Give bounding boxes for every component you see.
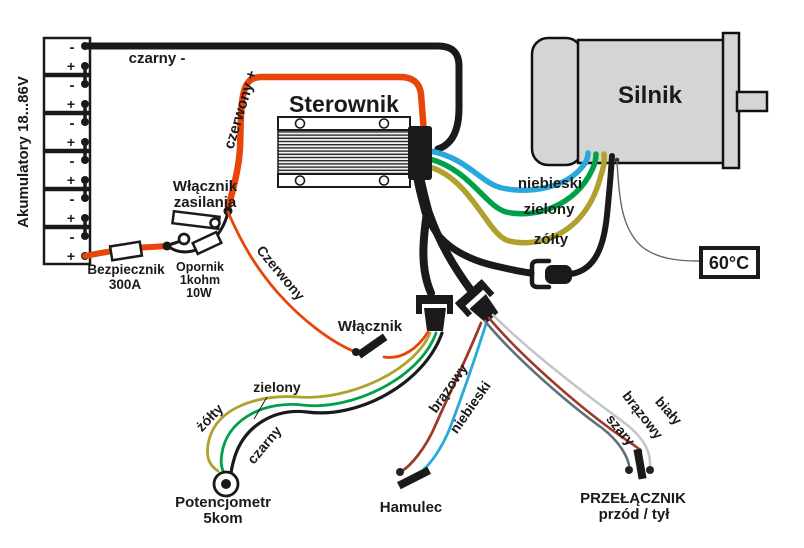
wire-phase-yellow-label: zółty	[534, 231, 569, 248]
wire-sel-gray	[483, 319, 631, 467]
battery-minus-label: -	[70, 191, 75, 208]
resistor-label-line1: Opornik	[176, 260, 224, 274]
wire-black-main-label: czarny -	[129, 50, 186, 67]
wire-phase-green	[427, 151, 599, 217]
battery-pack-label: Akumulatory 18...86V	[15, 76, 32, 228]
controller	[277, 116, 432, 188]
temp-sensor-box: 60°C	[699, 246, 760, 279]
wire-red-main	[223, 73, 428, 216]
battery-minus-label: -	[70, 153, 75, 170]
wire-pot-green-label: zielony	[253, 379, 301, 395]
battery-cell: - +	[42, 140, 92, 190]
brake-switch-contact	[396, 468, 404, 476]
battery-plus-label: +	[67, 134, 75, 150]
wire-red-main-label: czerwony +	[221, 68, 261, 151]
throttle-switch-label: Włącznik	[338, 318, 403, 335]
resistor-label-line2: 1kohm	[180, 273, 220, 287]
label-pointer-line	[253, 396, 268, 420]
fuse-label-line1: Bezpiecznik	[87, 262, 165, 277]
brake-switch-lever	[397, 466, 431, 490]
wire-sel-white	[491, 313, 652, 468]
battery-plus-label: +	[67, 58, 75, 74]
sensor-wire-tap	[614, 157, 620, 163]
selector-contact	[625, 466, 633, 474]
direction-switch-lever	[633, 448, 647, 480]
wire-pot-black	[229, 331, 444, 477]
wire-red-thin-to-connector	[382, 330, 430, 359]
wire-brake-blue	[422, 322, 488, 471]
fuse	[108, 240, 144, 262]
temp-sensor-label: 60°C	[709, 253, 749, 273]
battery-cell: - +	[42, 178, 92, 228]
potentiometer-label-line1: Potencjometr	[175, 494, 271, 511]
brake-label: Hamulec	[380, 499, 443, 516]
battery-minus-label: -	[70, 39, 75, 56]
battery-cell: - +	[42, 216, 92, 266]
throttle-switch-contact	[352, 348, 360, 356]
motor-label: Silnik	[618, 82, 683, 109]
screw-hole	[294, 118, 306, 129]
motor-shaft	[735, 90, 769, 113]
selector-contact	[646, 466, 654, 474]
battery-plus-label: +	[67, 96, 75, 112]
motor-body	[576, 38, 727, 165]
direction-switch-label-line2: przód / tył	[599, 506, 671, 523]
battery-plus-label: +	[67, 172, 75, 188]
resistor-label-line3: 10W	[186, 286, 212, 300]
controller-heatsink	[277, 129, 411, 175]
controller-bottom-flange	[277, 173, 411, 188]
battery-minus-label: -	[70, 77, 75, 94]
screw-hole	[294, 175, 306, 186]
potentiometer-label-line2: 5kom	[203, 510, 242, 527]
wire-black-main	[81, 42, 463, 153]
battery-cell: - +	[42, 64, 92, 114]
direction-switch-label-line1: PRZEŁĄCZNIK	[580, 490, 686, 507]
screw-hole	[378, 175, 390, 186]
wire-phase-blue	[427, 148, 591, 193]
screw-hole	[378, 118, 390, 129]
power-switch-contact	[177, 232, 191, 246]
controller-label: Sterownik	[289, 91, 399, 117]
wire-pot-yellow	[206, 331, 432, 473]
potentiometer	[212, 470, 240, 498]
resistor	[191, 230, 223, 256]
controller-top-flange	[277, 116, 411, 131]
motor-plug-connector	[529, 258, 572, 290]
motor-end-cap	[530, 36, 584, 167]
battery-plus-label: +	[67, 210, 75, 226]
wire-brake-brown	[400, 321, 483, 473]
wire-sel-brown	[487, 316, 643, 453]
throttle-switch-lever	[356, 333, 388, 359]
cable-to-motor-plug	[423, 208, 535, 277]
wire-pot-green	[219, 331, 438, 475]
power-switch-label-line1: Włącznik	[173, 178, 238, 195]
wire-red-thin	[226, 210, 355, 353]
wire-phase-yellow	[427, 151, 607, 246]
battery-minus-label: -	[70, 229, 75, 246]
controller-connector-block	[408, 126, 432, 180]
wire-phase-black	[568, 153, 615, 277]
fuse-label-line2: 300A	[109, 277, 142, 292]
battery-minus-label: -	[70, 115, 75, 132]
wire-switch-stub	[167, 239, 181, 247]
battery-plus-label: +	[67, 248, 75, 264]
throttle-connector	[416, 295, 453, 331]
cable-trunk	[413, 173, 433, 218]
motor	[530, 31, 769, 170]
aux-connector	[454, 279, 499, 324]
wire-temp-sensor	[616, 160, 700, 262]
wire-phase-blue-label: niebieski	[518, 175, 582, 192]
wire-phase-green-label: zielony	[524, 201, 576, 218]
battery-pack: - + - + - + - + - +	[42, 36, 92, 266]
power-switch-label-line2: zasilania	[174, 194, 237, 211]
power-switch-contact	[209, 217, 221, 229]
